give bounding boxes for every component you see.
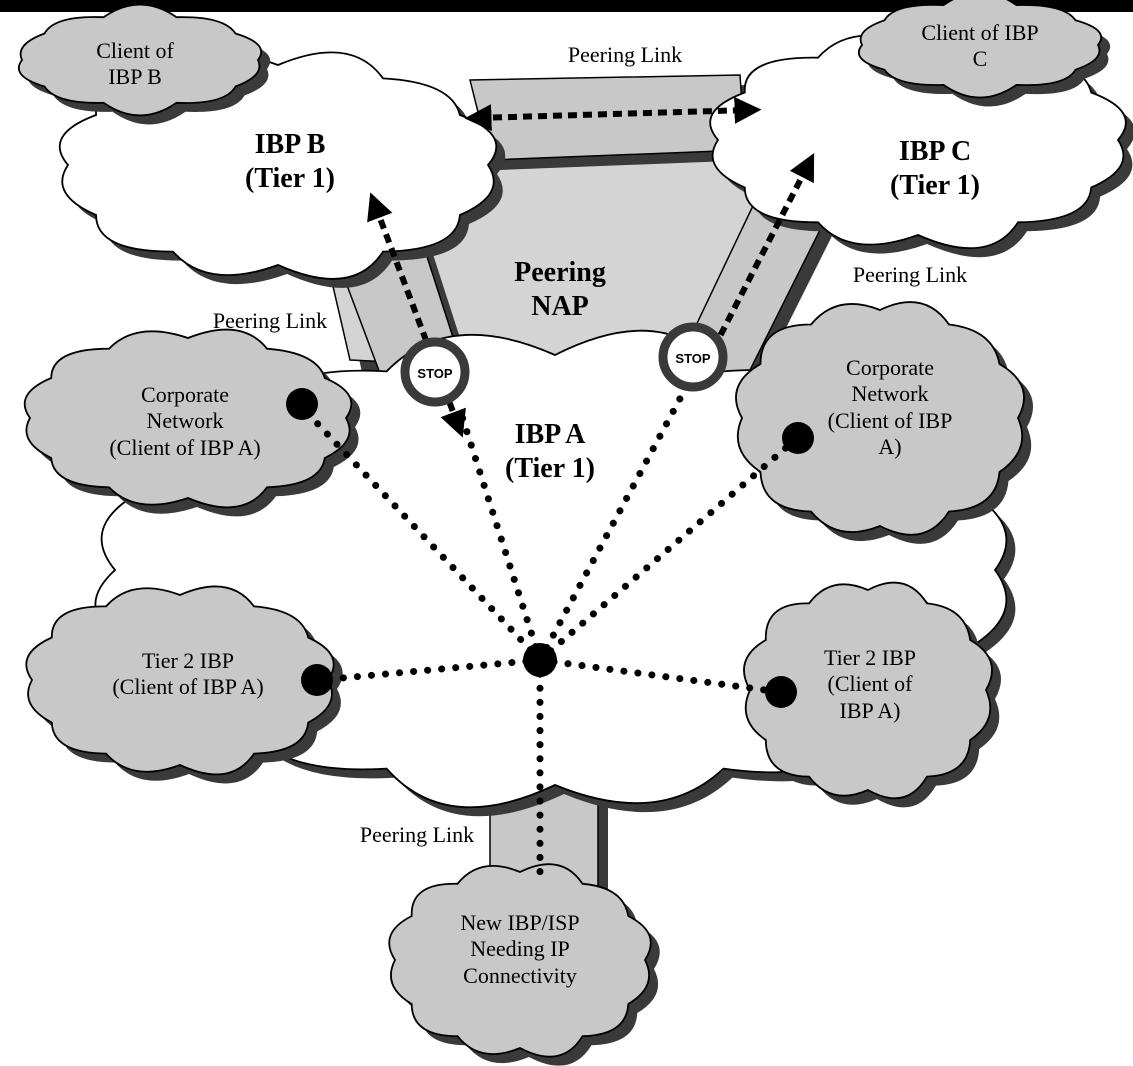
hub-node [523, 643, 557, 677]
stop-sign-left-text: STOP [417, 366, 452, 381]
new-isp-label: New IBP/ISP Needing IP Connectivity [460, 910, 580, 988]
stop-sign-left: STOP [400, 337, 470, 407]
peering-nap-label: Peering NAP [514, 257, 606, 322]
ibp-c-label: IBP C (Tier 1) [890, 136, 980, 201]
corporate-network-right-label: Corporate Network (Client of IBP A) [827, 355, 953, 460]
node-tier2-right [765, 676, 797, 708]
top-bar [0, 0, 1133, 12]
client-of-ibp-c-label: Client of IBP C [921, 20, 1039, 72]
ibp-b-label: IBP B (Tier 1) [245, 129, 335, 194]
client-of-ibp-b-label: Client of IBP B [96, 38, 174, 90]
stop-sign-right-text: STOP [675, 351, 710, 366]
ibp-a-label: IBP A (Tier 1) [505, 419, 595, 484]
new-isp-cloud [388, 863, 660, 1066]
node-tier2-left [301, 664, 333, 696]
client-of-ibp-c-cloud [857, 0, 1111, 107]
hub-connections [296, 376, 799, 884]
connection-to-tier2-right [536, 656, 784, 696]
peering-arrow-b-c [464, 96, 762, 132]
peering-arrow-a-c [693, 152, 815, 388]
node-corporate-right [782, 422, 814, 454]
connection-to-corporate-right [536, 436, 799, 664]
connection-to-tier2-left [316, 656, 544, 684]
peering-arrow-a-b [367, 192, 466, 438]
connection-to-corporate-left [296, 401, 544, 664]
tier2-right-label: Tier 2 IBP (Client of IBP A) [823, 645, 917, 723]
peering-link-top-label: Peering Link [567, 42, 683, 67]
peering-link-left-label: Peering Link [212, 308, 328, 333]
stop-sign-right: STOP [658, 322, 728, 392]
tier2-left-cloud [25, 585, 343, 784]
tier2-right-cloud [743, 581, 1002, 808]
connection-to-stop-right [536, 376, 694, 664]
client-of-ibp-b-cloud [17, 3, 271, 125]
corporate-network-left-cloud [23, 328, 361, 517]
corporate-network-left-label: Corporate Network (Client of IBP A) [109, 382, 261, 460]
node-corporate-left [286, 388, 318, 420]
peering-link-right-label: Peering Link [852, 262, 968, 287]
connection-to-stop-left [456, 406, 544, 664]
tier2-left-label: Tier 2 IBP (Client of IBP A) [112, 648, 264, 700]
corporate-network-right-cloud [735, 301, 1034, 544]
peering-link-bottom-label: Peering Link [359, 822, 475, 847]
